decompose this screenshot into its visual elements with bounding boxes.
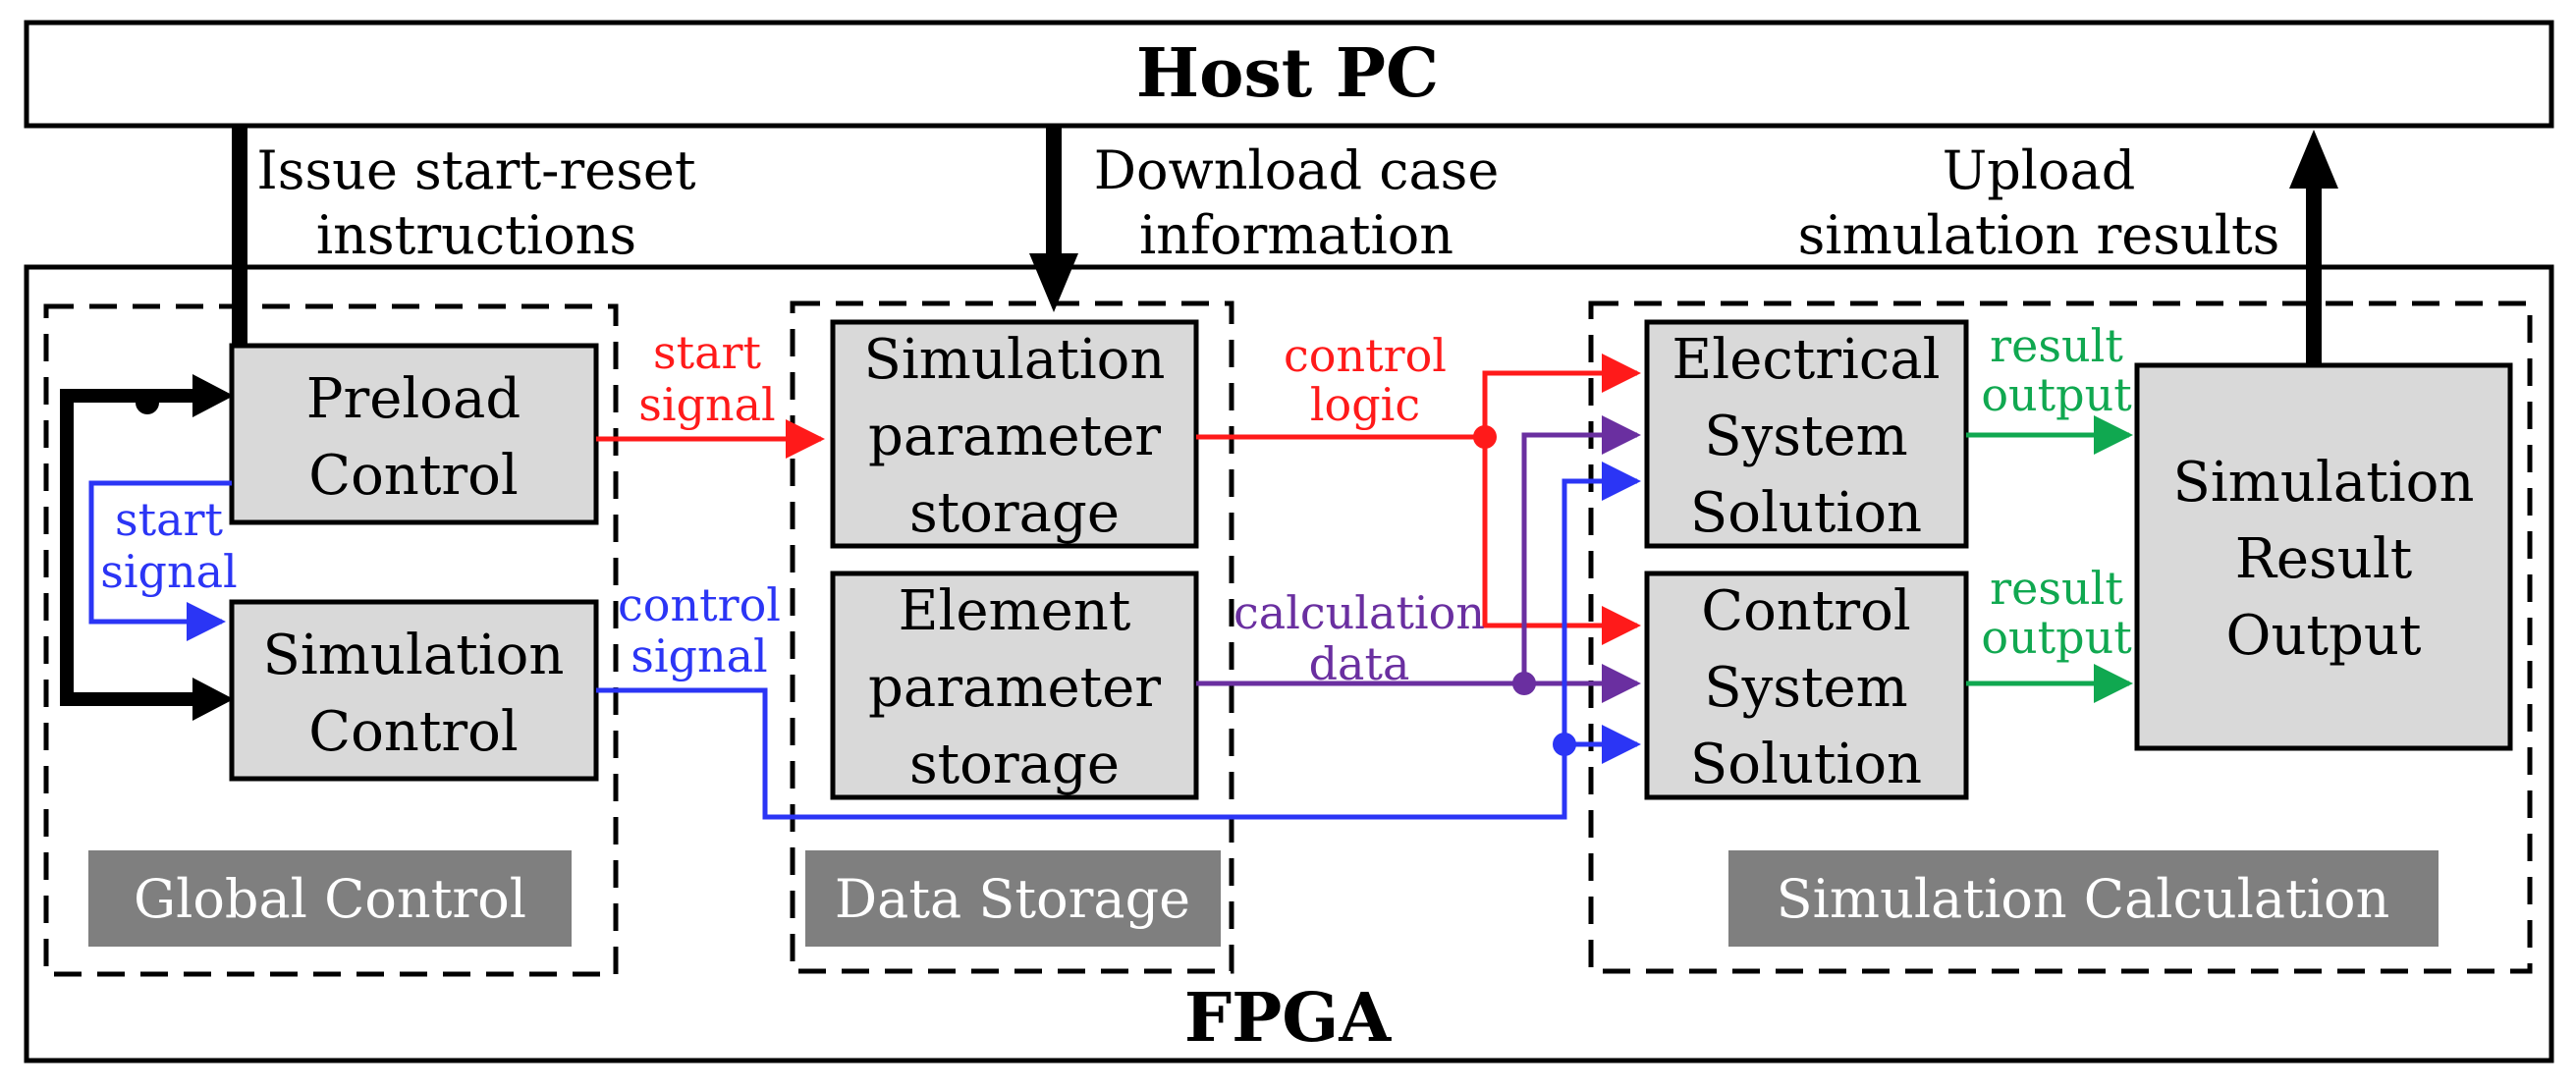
upload-label-line2: simulation results [1798,204,2280,266]
result-output-1-line1: result [1990,319,2123,372]
download-label-line1: Download case [1094,139,1500,201]
data-storage-group: Data Storage [790,300,1234,974]
simulation-calculation-tag [1728,850,2439,947]
calculation-data-junction [1512,672,1536,695]
result-output-green-arrows: result output result output [1966,319,2133,703]
electrical-label-line3: Solution [1690,481,1922,545]
bus-junction-dot [136,391,159,414]
elemparam-label-line3: storage [909,733,1120,796]
host-pc-block: Host PC [24,20,2554,129]
simctrl-label-line1: Simulation [263,624,565,687]
result-label-line1: Simulation [2173,451,2475,515]
simulation-control-block: Simulation Control [229,599,599,782]
control-signal-line2: signal [630,629,768,682]
controlsys-label-line2: System [1704,656,1907,720]
start-signal-blue-line2: signal [100,545,238,598]
calculation-data-purple-arrows: calculation data [1196,415,1641,703]
issue-label-line1: Issue start-reset [256,139,695,201]
simctrl-label-line2: Control [308,700,519,764]
controlsys-label-line3: Solution [1690,733,1922,796]
upload-results-link: Upload simulation results [1798,130,2338,368]
electrical-label-line1: Electrical [1672,328,1940,392]
upload-label-line1: Upload [1943,139,2136,201]
global-control-tag [88,850,572,947]
calc-data-line1: calculation [1233,586,1485,639]
global-control-bus [60,374,234,721]
start-signal-red-line2: signal [638,378,776,431]
preload-label-line2: Control [308,444,519,508]
control-system-solution-block: Control System Solution [1644,571,1969,800]
download-case-link: Download case information [1029,126,1499,312]
calc-data-line2: data [1309,637,1410,690]
result-output-2-line2: output [1981,611,2132,664]
elemparam-label-line1: Element [899,579,1131,643]
data-storage-tag [805,850,1221,947]
control-logic-line2: logic [1310,378,1420,431]
preload-label-line1: Preload [306,367,521,431]
result-output-2-line1: result [1990,562,2123,615]
fpga-frame: FPGA [24,264,2554,1063]
preload-control-block: Preload Control [229,343,599,525]
element-parameter-storage-block: Element parameter storage [830,571,1199,800]
control-logic-red-arrows: control logic [1196,329,1641,645]
global-control-group: Global Control [43,303,619,977]
elemparam-label-line2: parameter [868,656,1161,720]
start-signal-red-arrow: start signal [596,326,825,459]
start-signal-blue-line1: start [115,493,224,546]
global-control-label: Global Control [134,868,526,930]
simulation-calculation-group: Simulation Calculation [1588,300,2533,974]
result-output-1-line2: output [1981,368,2132,421]
start-signal-blue-arrow: start signal [88,480,238,641]
host-pc-title: Host PC [1136,34,1439,113]
simulation-result-output-block: Simulation Result Output [2134,362,2513,751]
simulation-calculation-label: Simulation Calculation [1777,868,2390,930]
control-logic-junction [1473,425,1497,449]
control-signal-blue-arrows: control signal [596,462,1641,820]
simparam-label-line3: storage [909,481,1120,545]
result-label-line2: Result [2235,527,2413,591]
download-label-line2: information [1139,204,1453,266]
upload-arrowhead [2289,130,2338,189]
result-label-line3: Output [2226,604,2422,668]
control-signal-line1: control [618,578,781,631]
control-signal-junction [1553,733,1576,756]
controlsys-label-line1: Control [1701,579,1911,643]
simulation-parameter-storage-block: Simulation parameter storage [830,319,1199,549]
electrical-label-line2: System [1704,405,1907,468]
start-signal-red-line1: start [653,326,762,379]
issue-label-line2: instructions [316,204,636,266]
data-storage-label: Data Storage [835,868,1190,930]
electrical-system-solution-block: Electrical System Solution [1644,319,1969,549]
control-logic-line1: control [1284,329,1447,382]
download-arrowhead [1029,253,1078,312]
fpga-title: FPGA [1184,979,1392,1058]
simparam-label-line2: parameter [868,405,1161,468]
simparam-label-line1: Simulation [864,328,1166,392]
